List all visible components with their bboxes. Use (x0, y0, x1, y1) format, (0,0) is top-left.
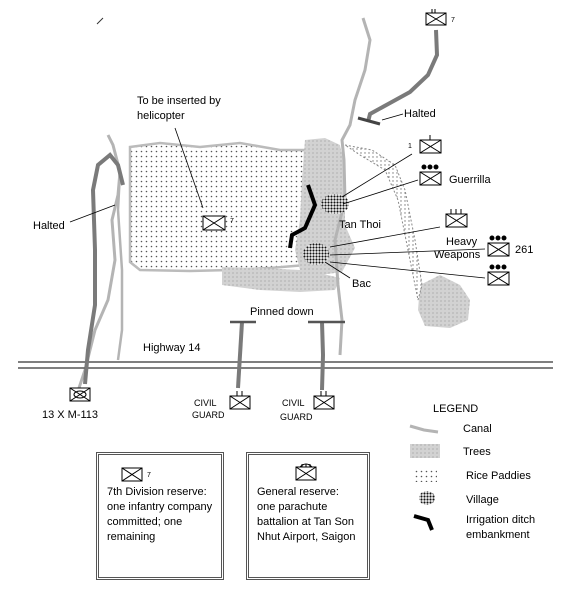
paddy-strip-east (344, 144, 423, 301)
rice-paddy-area (128, 141, 308, 273)
reserve-7th-unit-label: 7 (147, 472, 151, 479)
legend-trees-label: Trees (463, 446, 491, 458)
guerrilla-battalion-icon (419, 164, 442, 186)
general-reserve-box: General reserve: one parachute battalion… (246, 452, 370, 580)
unit-7-ne-infantry-icon (425, 9, 447, 26)
bac-label: Bac (352, 278, 371, 290)
legend-title: LEGEND (433, 403, 478, 415)
civil-guard-1-icon (229, 391, 251, 410)
halt-bar-ne (357, 116, 381, 126)
guerrilla-label: Guerrilla (449, 174, 491, 186)
legend-trees-swatch (410, 444, 440, 458)
route-ne-column (366, 29, 440, 123)
legend-village-swatch (419, 491, 435, 505)
leader-lines (69, 113, 486, 279)
battalion-east-icon (487, 264, 510, 286)
legend-paddies-label: Rice Paddies (466, 470, 531, 482)
reserve-7th-text: 7th Division reserve: one infantry compa… (107, 486, 213, 543)
civil-guard-1-label-2: GUARD (192, 410, 225, 420)
halted-ne-label: Halted (404, 108, 436, 120)
legend-embankment-swatch (413, 514, 434, 531)
legend-canal-label: Canal (463, 423, 492, 435)
reserve-7th-division-box: 7 7th Division reserve: one infantry com… (96, 452, 224, 580)
stray-mark (96, 17, 104, 25)
legend-irrigation-label: Irrigation ditch (466, 514, 535, 526)
highway-14-label: Highway 14 (143, 342, 200, 354)
pinned-down-label: Pinned down (250, 306, 314, 318)
civil-guard-1-label-1: CIVIL (194, 398, 217, 408)
unit-1-label: 1 (408, 143, 412, 150)
civil-guard-2-icon (313, 391, 335, 410)
unit-7-helicopter-label: 7 (230, 218, 234, 225)
heavy-weapons-unit-icon (445, 209, 468, 228)
unit-7-ne-label: 7 (451, 17, 455, 24)
tan-thoi-label: Tan Thoi (339, 219, 381, 231)
route-civil-guard-2 (320, 321, 326, 391)
legend-canal-swatch (409, 424, 439, 434)
battalion-261-label: 261 (515, 244, 533, 256)
reserve-7th-unit-icon (121, 467, 143, 482)
canal-west-branch (116, 171, 124, 361)
civil-guard-2-label-2: GUARD (280, 412, 313, 422)
village-tan-thoi (321, 194, 349, 214)
m113-label: 13 X M-113 (42, 409, 98, 421)
heavy-weapons-label-1: Heavy (446, 236, 478, 248)
m113-armored-unit-icon (69, 387, 91, 402)
tree-patch-east (418, 275, 470, 328)
battalion-261-icon (487, 235, 510, 257)
civil-guard-2-label-1: CIVIL (282, 398, 305, 408)
tree-belt-south (222, 267, 340, 292)
route-civil-guard-1 (236, 321, 244, 389)
helicopter-label-1: To be inserted by (137, 95, 221, 107)
legend-village-label: Village (466, 494, 499, 506)
irrigation-ditch-embankment (288, 184, 318, 249)
legend-paddies-swatch (415, 468, 437, 482)
route-m113 (83, 152, 125, 385)
village-bac (303, 243, 329, 265)
canal-main (333, 17, 372, 356)
halted-west-label: Halted (33, 220, 65, 232)
unit-1-infantry-icon (419, 135, 442, 154)
unit-7-helicopter-infantry-icon (202, 215, 226, 231)
general-reserve-text: General reserve: one parachute battalion… (257, 486, 356, 543)
legend-embankment-label: embankment (466, 529, 530, 541)
heavy-weapons-label-2: Weapons (434, 249, 481, 261)
general-reserve-parachute-icon (295, 463, 317, 481)
helicopter-label-2: helicopter (137, 110, 185, 122)
